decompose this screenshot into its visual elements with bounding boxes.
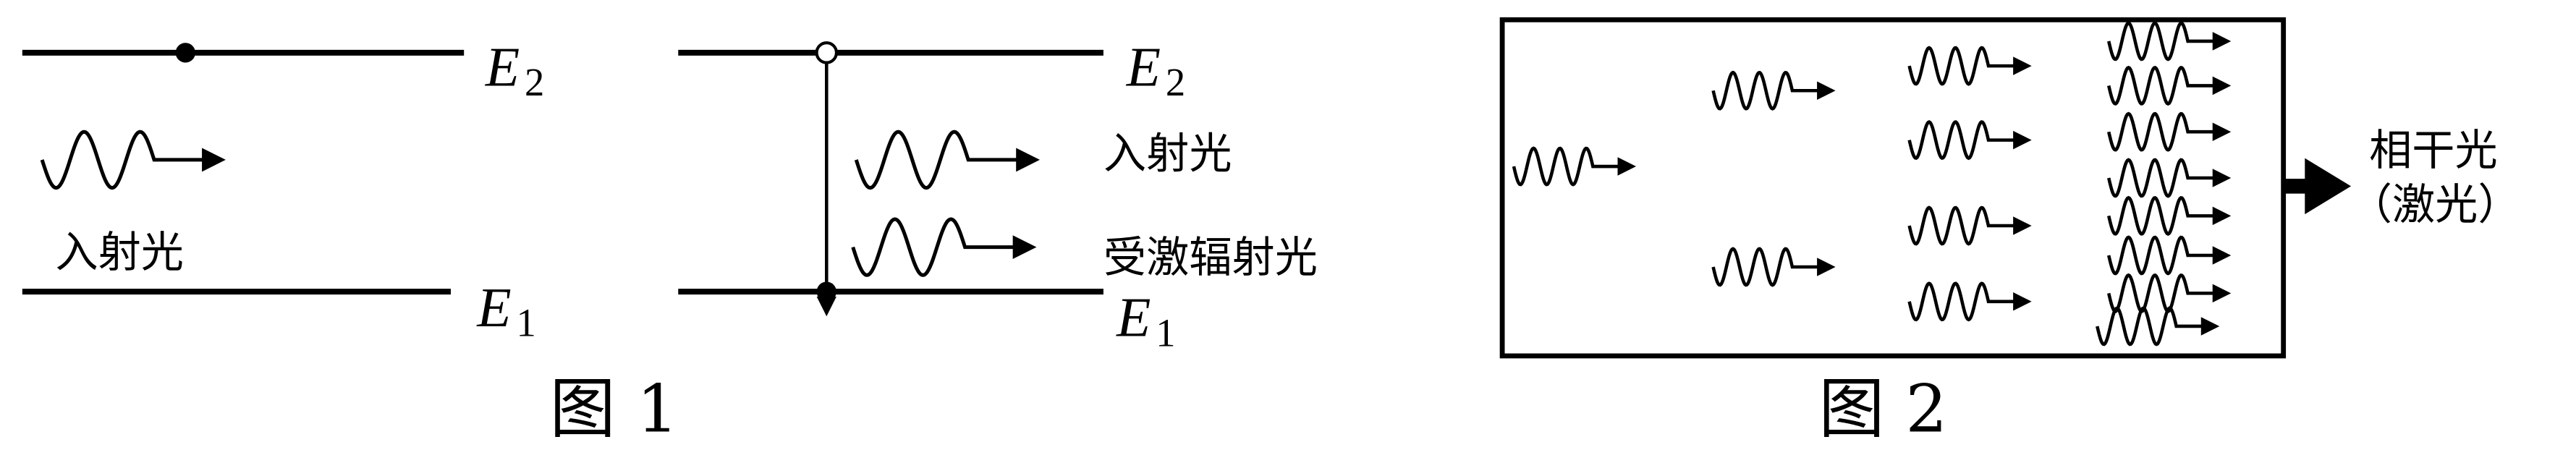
wave-line [1907,46,2025,86]
arrow-head-icon [2013,56,2032,75]
wave-line [1907,205,2025,246]
photon-wave [2107,65,2232,106]
wave-line [2107,21,2224,61]
wave-line [40,129,217,190]
wave-line [2096,306,2213,347]
arrow-head-icon [2200,317,2220,336]
photon-wave [1907,46,2032,86]
arrow-head-icon [202,148,226,172]
photon-wave [1711,247,1836,287]
wave-line [2107,235,2224,276]
photon-wave [40,129,226,190]
photon-wave [2107,158,2232,198]
wave-line [1512,146,1630,187]
photon-wave [1907,205,2032,246]
wave-line [2107,111,2224,152]
wave-line [854,129,1031,190]
arrow-head-icon [1817,81,1836,101]
photon-wave [854,129,1040,190]
photon-wave [851,217,1037,277]
wave-line [1907,119,2025,161]
figure2: 相干光 （激光） [1499,17,2521,359]
electron-vacancy [815,41,838,64]
wave-line [2107,273,2224,314]
arrow-head-icon [2013,130,2032,150]
wave-line [1711,247,1829,287]
arrow-head-icon [2212,246,2232,265]
incident-light-label: 入射光 [1103,128,1232,178]
wave-line [2107,158,2224,198]
photon-wave [2107,21,2232,61]
wave-line [2107,65,2224,106]
arrow-head-icon [2212,76,2232,95]
electron-excited [175,43,195,63]
figure2-caption: 图 2 [1818,371,1947,448]
stimulated-light-label: 受激辐射光 [1103,232,1318,282]
incident-photon-wave [40,129,226,190]
arrow-head-icon [1617,157,1637,176]
photon-cascade [1512,21,2232,347]
arrow-head-icon [1817,258,1836,276]
coherent-light-label: 相干光 [2369,125,2498,175]
photon-wave [2096,306,2220,347]
photon-wave [2107,273,2232,314]
arrow-head-icon [2013,216,2032,235]
wave-line [1711,70,1829,111]
photon-wave [1907,119,2032,161]
electron-ground [816,281,836,302]
photon-wave [2107,111,2232,152]
output-arrow-head [2305,158,2352,215]
arrow-head-icon [1016,148,1040,172]
wave-line [1907,281,2025,322]
arrow-head-icon [1012,235,1037,260]
incident-photon-wave [854,129,1040,190]
photon-wave [1711,70,1836,111]
arrow-head-icon [2212,206,2232,226]
arrow-head-icon [2212,122,2232,141]
arrow-head-icon [2212,284,2232,303]
arrow-head-icon [2013,292,2032,311]
stimulated-photon-wave [851,217,1037,277]
wave-line [2107,195,2224,236]
photon-wave [2107,195,2232,236]
arrow-head-icon [2212,169,2232,187]
photon-wave [1512,146,1637,187]
arrow-head-icon [2212,32,2232,51]
figure1-caption: 图 1 [550,371,679,448]
photon-wave [1907,281,2032,322]
laser-label: （激光） [2350,179,2521,229]
wave-line [851,217,1028,277]
photon-wave [2107,235,2232,276]
incident-light-label: 入射光 [55,227,184,277]
